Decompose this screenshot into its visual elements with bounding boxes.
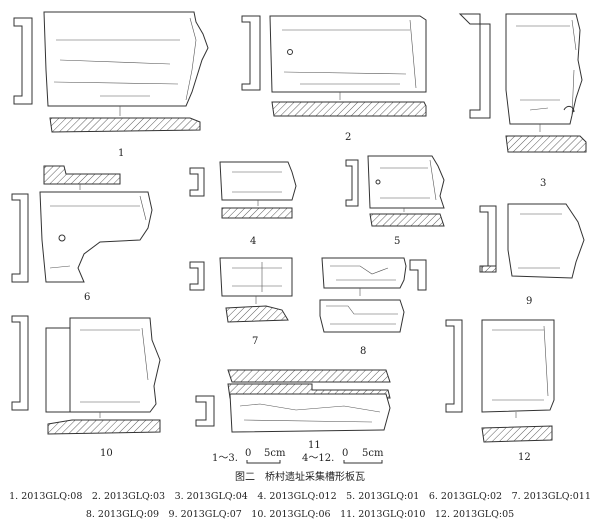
scale-bar-left-unit: 5cm [264,448,286,459]
specimen-1-drawing [13,11,209,133]
specimen-9-number: 9 [526,296,532,307]
specimen-10-number: 10 [100,448,113,459]
specimen-legend-line-2: 8. 2013GLQ:09 9. 2013GLQ:07 10. 2013GLQ:… [85,509,515,520]
specimen-5-drawing [345,155,445,227]
specimen-7-drawing [189,257,293,323]
specimen-12-drawing [445,319,555,443]
specimen-4-drawing [189,161,297,219]
scale-bar-right-zero: 0 [342,448,348,459]
scale-bar-right-range: 4～12. [302,453,334,464]
specimen-6-number: 6 [84,292,90,303]
specimen-8-number: 8 [360,346,366,357]
specimen-10-drawing [11,315,161,435]
specimen-11-drawing [195,369,391,433]
scale-bar-left-range: 1～3. [212,453,238,464]
scale-bar-right: 4～12. 0 5cm [302,448,384,464]
specimen-2-number: 2 [345,132,351,143]
specimen-7-number: 7 [252,336,258,347]
specimen-legend-line-1: 1. 2013GLQ:08 2. 2013GLQ:03 3. 2013GLQ:0… [9,491,591,502]
scale-bar-right-unit: 5cm [362,448,384,459]
specimen-2-drawing [241,15,427,117]
specimen-3-number: 3 [540,178,546,189]
specimen-12-number: 12 [518,452,531,463]
specimen-11-number: 11 [308,440,321,451]
specimen-3-drawing [458,13,587,153]
specimen-6-drawing [11,165,153,283]
specimen-4-number: 4 [250,236,256,247]
scale-bar-left: 1～3. 0 5cm [212,448,286,464]
figure-caption: 图二 桥村遗址采集槽形板瓦 [235,472,365,483]
scale-bar-left-zero: 0 [245,448,251,459]
specimen-1-number: 1 [118,148,124,159]
specimen-9-drawing [479,203,585,279]
specimen-5-number: 5 [394,236,400,247]
specimen-8-drawing [319,257,427,333]
